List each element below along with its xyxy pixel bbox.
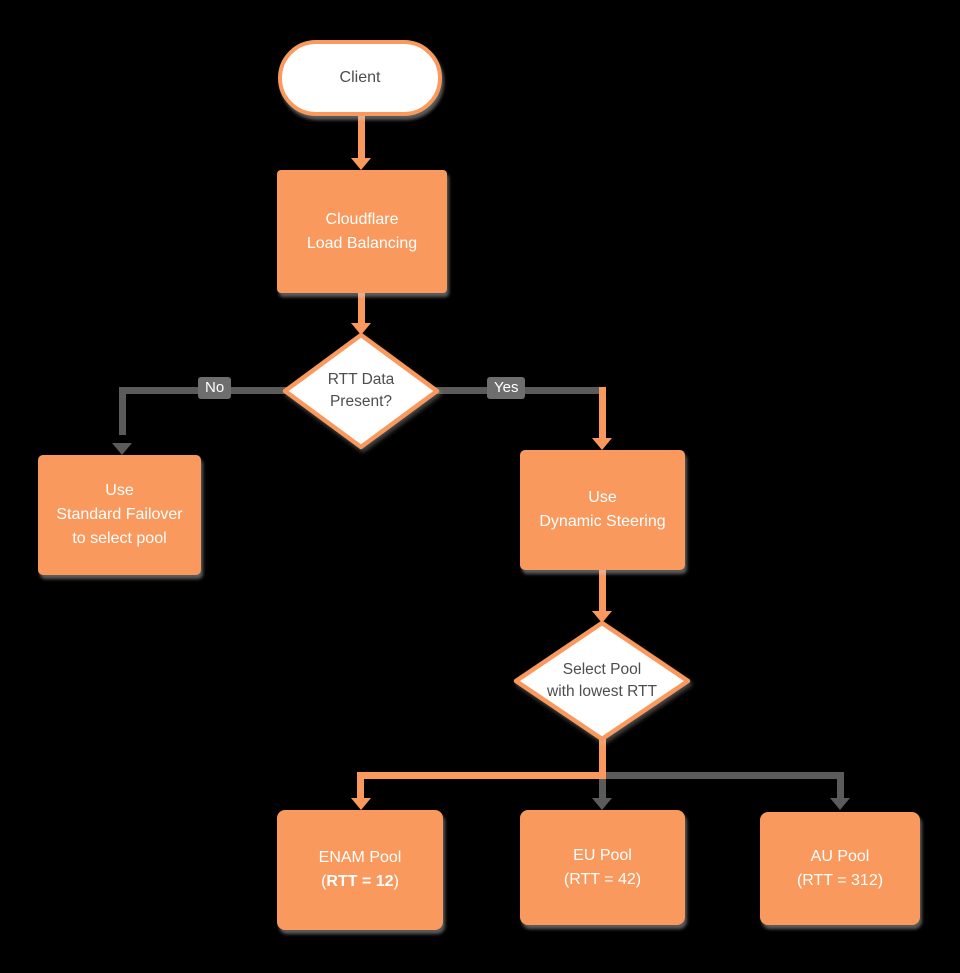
select-pool-label-line2: with lowest RTT [547, 683, 657, 700]
load-balancing-label-line2: Load Balancing [306, 234, 418, 252]
edge-no-vertical [119, 387, 126, 435]
edge-yes-vertical [599, 387, 606, 439]
rtt-decision-label: RTT Data Present? [281, 331, 441, 451]
rtt-decision-diamond-polygon [282, 332, 440, 450]
select-pool-diamond-shape [513, 620, 691, 742]
edge-label-yes: Yes [487, 377, 526, 400]
edge-to-eu-vertical [599, 779, 606, 799]
rtt-decision-diamond-shape [282, 332, 440, 450]
standard-failover-node: Use Standard Failover to select pool [38, 455, 201, 575]
select-pool-label-line1: Select Pool [562, 660, 642, 678]
rtt-decision-label-line2: Present? [329, 393, 393, 410]
enam-pool-node: ENAM Pool (RTT = 12) [277, 810, 443, 930]
client-node: Client [278, 40, 442, 116]
edge-to-enam-vertical [357, 772, 364, 800]
standard-failover-label-line2: Standard Failover [56, 506, 183, 523]
eu-pool-label-line2: (RTT = 42) [563, 870, 642, 888]
eu-pool-node: EU Pool (RTT = 42) [520, 810, 685, 925]
arrowhead-au-pool [830, 798, 850, 810]
edge-to-au-horizontal [606, 772, 844, 779]
edge-to-au-vertical [837, 772, 844, 800]
au-pool-node: AU Pool (RTT = 312) [760, 812, 920, 925]
rtt-decision-label-line1: RTT Data [327, 370, 395, 388]
select-pool-label: Select Pool with lowest RTT [512, 619, 692, 743]
arrowhead-select-pool [592, 611, 612, 623]
arrowhead-standard-failover [112, 443, 132, 455]
load-balancing-node: Cloudflare Load Balancing [277, 170, 447, 293]
edge-client-to-loadbalancing [358, 113, 365, 159]
rtt-decision-node: RTT Data Present? [281, 331, 441, 451]
eu-pool-label-line1: EU Pool [573, 846, 632, 864]
arrowhead-rtt-decision [351, 323, 371, 335]
enam-pool-rtt-value: RTT = 12 [326, 873, 394, 890]
enam-pool-rtt-close: ) [393, 873, 399, 890]
dynamic-steering-label-line2: Dynamic Steering [539, 513, 666, 530]
au-pool-label-line1: AU Pool [810, 847, 870, 865]
arrowhead-dynamic-steering [592, 438, 612, 450]
edge-loadbalancing-to-rtt-decision [358, 291, 365, 324]
edge-steering-to-select-pool [599, 568, 606, 612]
standard-failover-label-line1: Use [105, 482, 134, 499]
enam-pool-label-line2: (RTT = 12) [321, 870, 399, 894]
select-pool-node: Select Pool with lowest RTT [512, 619, 692, 743]
arrowhead-loadbalancing [351, 158, 371, 170]
client-label: Client [339, 69, 381, 86]
edge-to-enam-horizontal [357, 772, 606, 779]
standard-failover-label-line3: to select pool [72, 530, 167, 547]
dynamic-steering-label-line1: Use [588, 489, 617, 506]
edge-select-pool-down [599, 737, 606, 779]
arrowhead-eu-pool [592, 798, 612, 810]
arrowhead-enam-pool [351, 798, 371, 810]
edge-label-no: No [198, 377, 232, 400]
enam-pool-label-line1: ENAM Pool [318, 849, 402, 866]
au-pool-label-line2: (RTT = 312) [796, 871, 884, 889]
select-pool-diamond-polygon [513, 620, 691, 742]
enam-pool-rtt-open: ( [321, 873, 327, 890]
dynamic-steering-node: Use Dynamic Steering [520, 450, 685, 570]
load-balancing-label-line1: Cloudflare [325, 210, 399, 228]
